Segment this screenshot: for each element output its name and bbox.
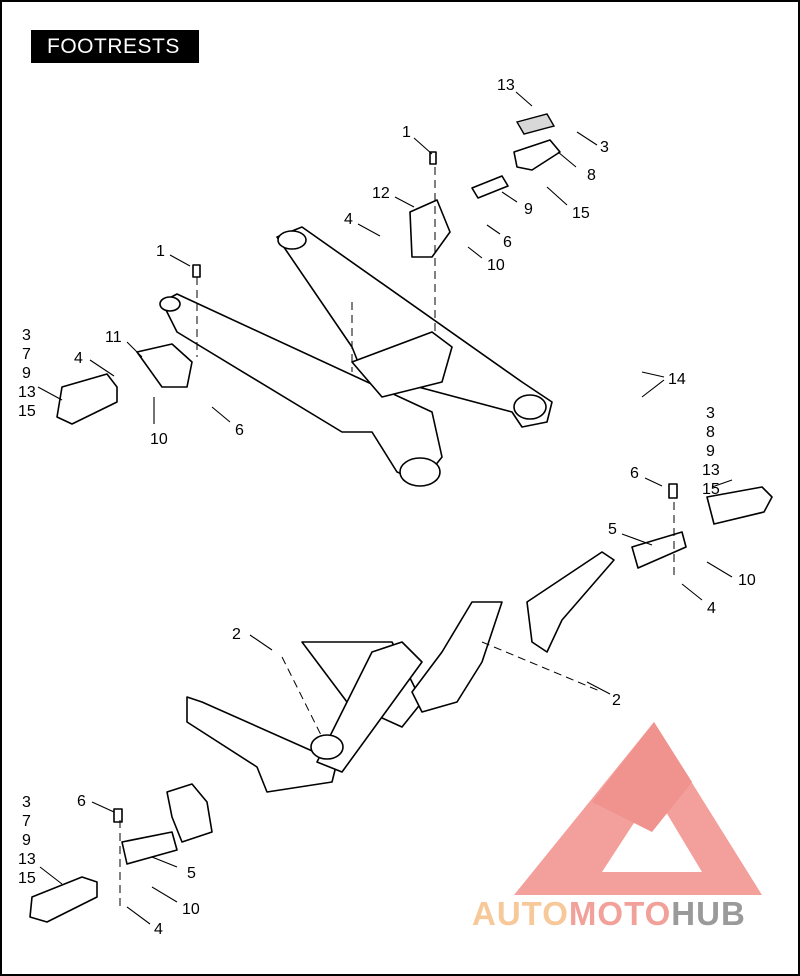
callout-label: 7 xyxy=(22,813,31,830)
callout-label: 13 xyxy=(702,462,720,479)
callout-label: 3 xyxy=(22,327,31,344)
callout-label: 15 xyxy=(18,403,36,420)
watermark-text-hub: HUB xyxy=(671,895,746,932)
callout-label: 15 xyxy=(18,870,36,887)
callout-label: 6 xyxy=(77,793,86,810)
callout-stack-right: 3 8 9 13 15 xyxy=(702,405,720,498)
callout-label: 3 xyxy=(706,405,715,422)
callout-label: 11 xyxy=(105,329,122,346)
callout-label: 4 xyxy=(74,350,83,367)
callout-label: 2 xyxy=(612,692,621,709)
callout-label: 13 xyxy=(18,851,36,868)
callout-label: 14 xyxy=(668,371,686,388)
callout-label: 6 xyxy=(630,465,639,482)
callout-label: 4 xyxy=(344,211,353,228)
callout-label: 15 xyxy=(702,481,720,498)
callout-label: 4 xyxy=(707,600,716,617)
lower-left-footpeg-assembly xyxy=(29,783,213,923)
callout-label: 1 xyxy=(402,124,411,141)
right-footpeg-assembly xyxy=(526,483,773,653)
callout-label: 9 xyxy=(22,365,31,382)
diagram-title: FOOTRESTS xyxy=(31,30,199,63)
callout-label: 8 xyxy=(706,424,715,441)
callout-label: 5 xyxy=(187,865,196,882)
upper-right-footpeg-assembly xyxy=(409,113,561,258)
swingarm xyxy=(159,226,553,487)
watermark-wordmark: AUTOMOTOHUB xyxy=(472,895,746,933)
callout-label: 6 xyxy=(503,234,512,251)
watermark-text-auto: AUTO xyxy=(472,895,569,932)
frame-section xyxy=(186,601,503,793)
callout-label: 3 xyxy=(22,794,31,811)
callout-label: 9 xyxy=(706,443,715,460)
callout-label: 1 xyxy=(156,243,165,260)
callout-label: 4 xyxy=(154,921,163,938)
callout-label: 6 xyxy=(235,422,244,439)
callout-label: 10 xyxy=(182,901,200,918)
watermark-logo xyxy=(514,722,762,895)
leader-lines xyxy=(37,91,733,925)
callout-label: 13 xyxy=(18,384,36,401)
callout-label: 9 xyxy=(524,201,533,218)
callout-stack-bottom: 3 7 9 13 15 xyxy=(18,794,36,887)
left-bracket-assembly xyxy=(56,264,201,425)
callout-label: 7 xyxy=(22,346,31,363)
callout-label: 15 xyxy=(572,205,590,222)
callout-label: 5 xyxy=(608,521,617,538)
watermark-text-moto: MOTO xyxy=(568,895,672,932)
callout-label: 2 xyxy=(232,626,241,643)
callout-stack-left: 3 7 9 13 15 xyxy=(18,327,36,420)
callout-label: 10 xyxy=(150,431,168,448)
callout-label: 9 xyxy=(22,832,31,849)
callout-label: 8 xyxy=(587,167,596,184)
callout-label: 12 xyxy=(372,185,390,202)
callout-labels: 1 13 3 12 8 4 9 15 6 10 1 11 4 10 6 14 3… xyxy=(18,77,756,938)
callout-label: 13 xyxy=(497,77,515,94)
assembly-lines xyxy=(119,167,675,907)
callout-label: 10 xyxy=(487,257,505,274)
callout-label: 3 xyxy=(600,139,609,156)
callout-label: 10 xyxy=(738,572,756,589)
